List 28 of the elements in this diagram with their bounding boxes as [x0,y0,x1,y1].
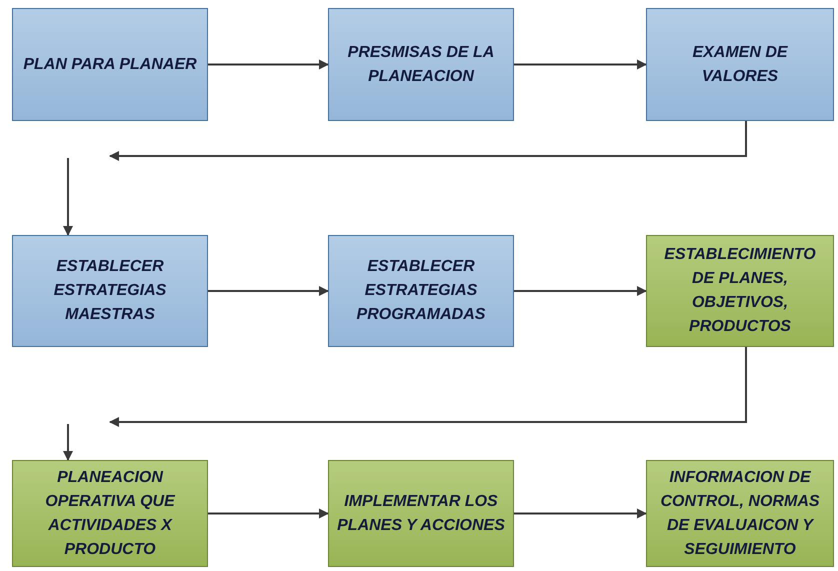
process-box [12,460,208,567]
box-label: IMPLEMENTAR LOS PLANES Y ACCIONES [336,492,506,536]
box-label: ESTABLECER ESTRATEGIAS PROGRAMADAS [356,257,486,325]
box-label: EXAMEN DE VALORES [691,42,789,86]
box-label: PLAN PARA PLANAER [23,54,197,74]
arrow [208,508,329,518]
arrow [63,424,73,461]
process-box [646,460,834,567]
arrow [514,508,647,518]
arrow [208,60,329,70]
box-label: PLANEACION OPERATIVA QUE ACTIVIDADES X PRODUCTO [44,468,176,560]
arrow [63,158,73,236]
box-label: ESTABLECIMIENTO DE PLANES, OBJETIVOS, PRODUCTOS [663,245,817,337]
arrow [514,60,647,70]
box-label: PRESMISAS DE LA PLANEACION [346,42,496,86]
process-box [328,235,514,347]
box-label: ESTABLECER ESTRATEGIAS MAESTRAS [52,257,168,325]
arrow [109,121,747,161]
arrow [109,347,747,427]
process-box [328,8,514,121]
arrow [208,286,329,296]
box-label: INFORMACION DE CONTROL, NORMAS DE EVALUAICON Y SEGUIMIENTO [659,468,821,560]
process-box [646,8,834,121]
process-box [12,235,208,347]
arrow [514,286,647,296]
process-box [328,460,514,567]
process-box [646,235,834,347]
process-box [12,8,208,121]
